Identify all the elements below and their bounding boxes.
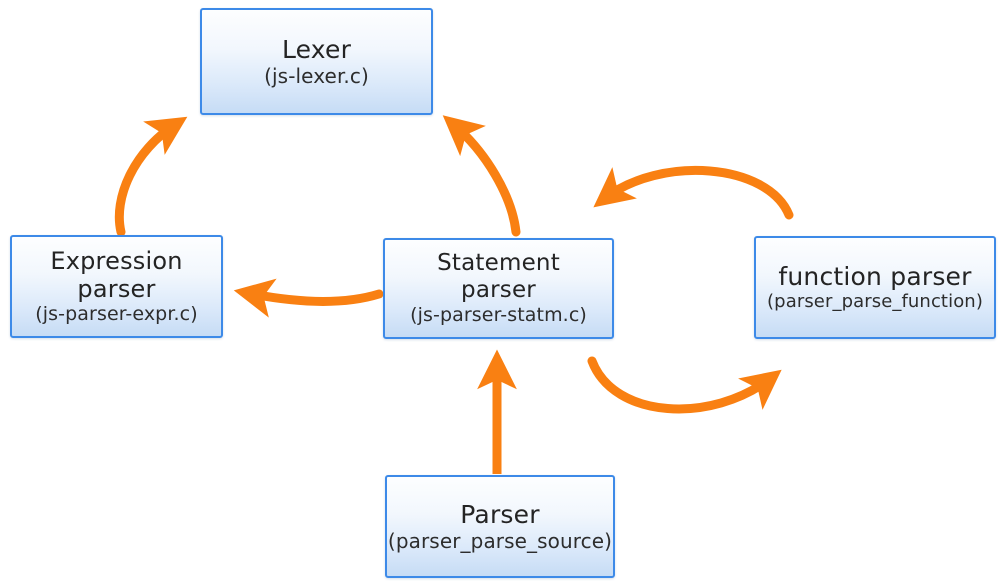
node-statement-parser-title-line2: parser — [461, 277, 536, 304]
node-lexer-subtitle: (js-lexer.c) — [264, 64, 369, 89]
arrow-statement-to-lexer — [442, 115, 521, 237]
node-lexer[interactable]: Lexer (js-lexer.c) — [200, 8, 433, 115]
node-parser-subtitle: (parser_parse_source) — [387, 529, 613, 554]
arrow-statement-to-expression — [233, 278, 384, 318]
arrow-statement-to-function — [587, 356, 782, 414]
node-expression-parser-subtitle: (js-parser-expr.c) — [35, 303, 198, 326]
node-parser[interactable]: Parser (parser_parse_source) — [385, 475, 615, 578]
node-lexer-title: Lexer — [281, 34, 352, 64]
node-function-parser-subtitle: (parser_parse_function) — [767, 291, 983, 313]
node-function-parser[interactable]: function parser (parser_parse_function) — [754, 236, 996, 339]
arrow-function-to-statement — [593, 165, 794, 220]
node-expression-parser[interactable]: Expression parser (js-parser-expr.c) — [10, 235, 223, 338]
node-statement-parser[interactable]: Statement parser (js-parser-statm.c) — [383, 238, 614, 339]
node-function-parser-title: function parser — [778, 261, 972, 291]
node-expression-parser-title-line1: Expression — [50, 246, 183, 275]
node-expression-parser-title-line2: parser — [77, 275, 156, 304]
arrow-expression-to-lexer — [114, 116, 188, 237]
node-statement-parser-title-line1: Statement — [437, 249, 560, 276]
node-statement-parser-subtitle: (js-parser-statm.c) — [410, 304, 587, 327]
node-parser-title: Parser — [460, 499, 540, 529]
